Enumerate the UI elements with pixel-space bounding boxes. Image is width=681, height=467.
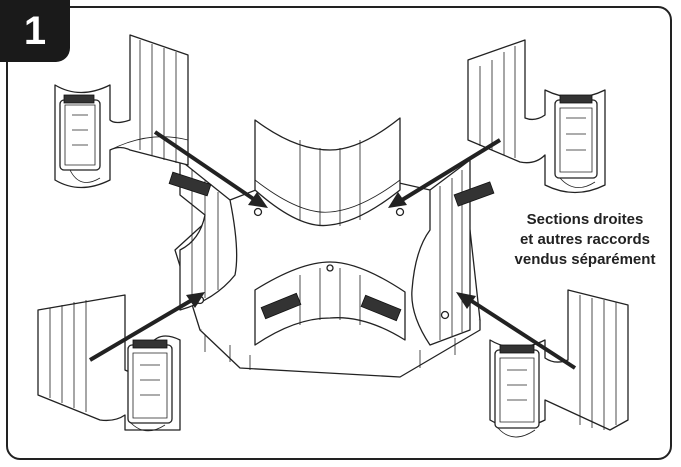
end-fitting-top-left bbox=[54, 34, 189, 189]
step-number-badge: 1 bbox=[0, 0, 70, 62]
arrow-bottom-left bbox=[88, 298, 194, 362]
end-fitting-top-right bbox=[467, 39, 606, 194]
cross-clip-left bbox=[168, 171, 212, 197]
diagram-frame bbox=[6, 6, 672, 460]
cross-right-wall bbox=[411, 159, 471, 346]
arrow-top-left bbox=[153, 130, 257, 202]
step-number: 1 bbox=[23, 8, 47, 53]
cross-fitting bbox=[168, 117, 495, 378]
arrow-top-right bbox=[400, 138, 502, 202]
end-fitting-bottom-right bbox=[489, 289, 629, 438]
cross-clip-right bbox=[453, 181, 495, 207]
note-line-1: Sections droites bbox=[526, 211, 644, 228]
cross-clip-front-left bbox=[260, 292, 302, 320]
note-line-3: vendus séparément bbox=[514, 251, 656, 268]
end-fitting-bottom-left bbox=[37, 294, 181, 432]
cross-rear-wall bbox=[254, 117, 401, 227]
cross-front-wall bbox=[254, 261, 406, 346]
assembly-arrows bbox=[88, 130, 577, 370]
note-line-2: et autres raccords bbox=[519, 231, 651, 248]
cross-clip-front-right bbox=[360, 294, 402, 322]
sold-separately-note: Sections droites et autres raccords vend… bbox=[487, 210, 681, 270]
cross-left-wall bbox=[179, 159, 238, 311]
arrow-bottom-right bbox=[468, 298, 577, 370]
